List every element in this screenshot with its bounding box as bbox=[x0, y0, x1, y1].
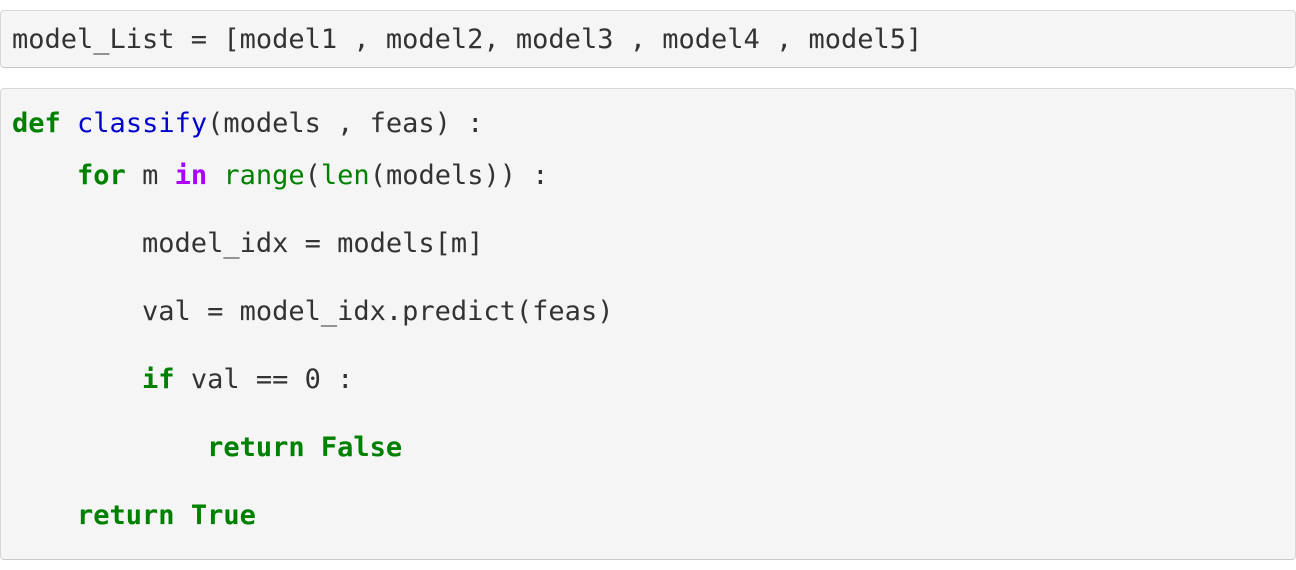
code-token-plain bbox=[61, 108, 77, 139]
code-token-plain: m bbox=[125, 160, 175, 191]
code-token-builtin: len bbox=[320, 160, 370, 191]
code-block-classify-function: def classify(models , feas) : for m in r… bbox=[0, 88, 1296, 560]
code-token-plain bbox=[12, 160, 77, 191]
code-token-builtin: range bbox=[223, 160, 305, 191]
code-token-kw: return bbox=[207, 432, 305, 463]
code-token-plain bbox=[12, 364, 142, 395]
code-line: val = model_idx.predict(feas) bbox=[1, 295, 1295, 363]
code-token-plain bbox=[207, 160, 223, 191]
code-token-kw: True bbox=[190, 500, 256, 531]
code-line: return False bbox=[1, 431, 1295, 499]
code-token-plain bbox=[175, 500, 191, 531]
code-block-model-list: model_List = [model1 , model2, model3 , … bbox=[0, 10, 1296, 68]
code-block-1-lines: model_List = [model1 , model2, model3 , … bbox=[1, 23, 1295, 57]
code-line: for m in range(len(models)) : bbox=[1, 159, 1295, 227]
code-token-plain: model_List = [model1 , model2, model3 , … bbox=[12, 24, 923, 55]
code-line: return True bbox=[1, 499, 1295, 559]
code-line: model_idx = models[m] bbox=[1, 227, 1295, 295]
code-line: model_List = [model1 , model2, model3 , … bbox=[1, 23, 1295, 57]
code-token-kw: def bbox=[12, 108, 61, 139]
code-token-kw: return bbox=[77, 500, 175, 531]
code-token-kw: if bbox=[142, 364, 175, 395]
code-line: def classify(models , feas) : bbox=[1, 89, 1295, 159]
code-token-plain bbox=[305, 432, 321, 463]
code-token-plain: (models , feas) : bbox=[207, 108, 484, 139]
code-token-opkw: in bbox=[174, 160, 208, 191]
code-token-plain: model_idx = models[m] bbox=[12, 228, 484, 259]
code-token-num: 0 bbox=[304, 364, 321, 395]
code-token-plain bbox=[12, 500, 77, 531]
code-token-plain: ( bbox=[304, 160, 321, 191]
code-token-plain: val == bbox=[174, 364, 305, 395]
code-block-2-lines: def classify(models , feas) : for m in r… bbox=[1, 89, 1295, 559]
code-token-plain: : bbox=[320, 364, 354, 395]
code-token-plain bbox=[12, 432, 207, 463]
code-token-fn: classify bbox=[77, 108, 208, 139]
code-token-plain: val = model_idx.predict(feas) bbox=[12, 296, 614, 327]
code-token-kw: False bbox=[320, 432, 403, 463]
code-line: if val == 0 : bbox=[1, 363, 1295, 431]
code-token-plain: (models)) : bbox=[369, 160, 549, 191]
code-token-kw: for bbox=[77, 160, 126, 191]
